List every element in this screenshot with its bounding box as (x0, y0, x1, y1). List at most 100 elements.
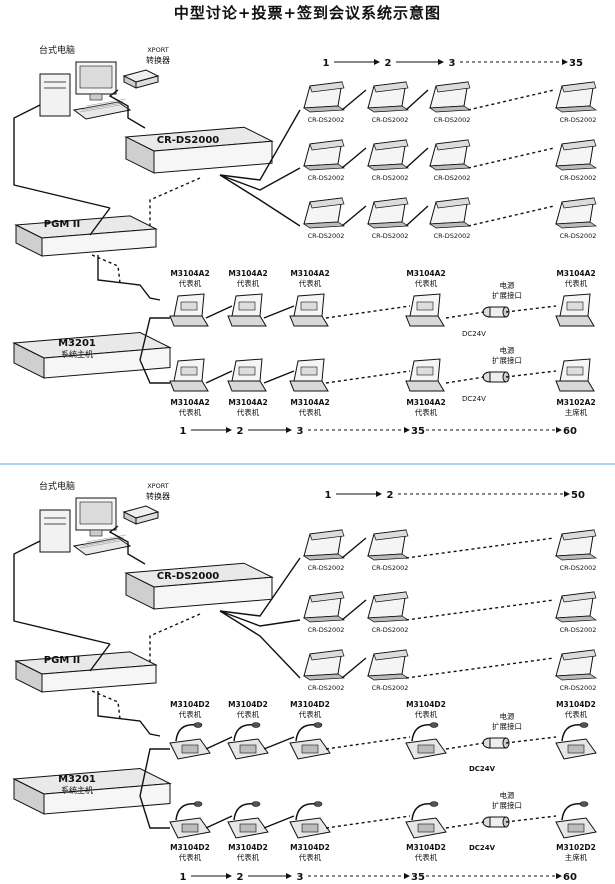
delegate-model-label: M3104D2 (170, 843, 210, 852)
counter-number: 60 (563, 872, 577, 883)
arrow-head (226, 873, 232, 879)
cr-ds2002-label: CR-DS2002 (308, 564, 345, 572)
dc24v-label: DC24V (462, 330, 486, 338)
cr-ds2002-display-unit (428, 197, 472, 229)
cable (467, 89, 555, 111)
counter-number: 50 (571, 490, 585, 501)
cable (405, 147, 429, 169)
delegate-unit-icon (169, 722, 211, 760)
dc24v-label: DC24V (469, 765, 496, 773)
cable (505, 370, 557, 378)
delegate-type-label: 代表机 (565, 278, 588, 288)
arrow-head (404, 427, 410, 433)
pgm-ii-label: PGM II (44, 219, 80, 230)
cr-ds2002-label: CR-DS2002 (434, 232, 471, 240)
xport-label: XPORT (147, 46, 169, 54)
power-extension-unit-icon (482, 371, 510, 383)
counter-number: 1 (180, 872, 187, 883)
delegate-type-label: 代表机 (179, 278, 202, 288)
cable (263, 815, 295, 829)
cable (405, 537, 555, 559)
delegate-unit-icon (169, 358, 209, 392)
cable (219, 174, 301, 227)
cr-ds2002-display-unit (554, 649, 598, 681)
cable (13, 540, 111, 645)
delegate-type-label: 代表机 (299, 278, 322, 288)
delegate-model-label: M3104A2 (556, 269, 595, 278)
cr-ds2002-label: CR-DS2002 (560, 174, 597, 182)
delegate-model-label: M3104D2 (290, 700, 330, 709)
desktop-pc-icon (39, 61, 132, 120)
cable (445, 821, 485, 829)
cable (505, 736, 557, 744)
cable (91, 690, 121, 720)
counter-number: 1 (180, 426, 187, 437)
cr-ds2002-display-unit (554, 197, 598, 229)
delegate-unit-icon (405, 722, 447, 760)
cr-ds2002-label: CR-DS2002 (372, 232, 409, 240)
counter-number: 60 (563, 426, 577, 437)
arrow-head (438, 59, 444, 65)
cable (405, 657, 555, 679)
m3201-label: M3201 (58, 338, 96, 349)
delegate-model-label: M3104A2 (290, 398, 329, 407)
delegate-unit-icon (289, 358, 329, 392)
converter-label: 转换器 (146, 491, 170, 501)
counter-number: 3 (297, 426, 304, 437)
cr-ds2002-display-unit (302, 81, 346, 113)
delegate-type-label: 代表机 (237, 278, 260, 288)
delegate-model-label: M3104A2 (228, 398, 267, 407)
delegate-unit-icon (555, 722, 597, 760)
cable (445, 742, 485, 750)
power-extension-label: 扩展接口 (492, 721, 522, 731)
xport-label: XPORT (147, 482, 169, 490)
delegate-type-label: 代表机 (415, 278, 438, 288)
cable (341, 657, 367, 679)
cable (205, 305, 233, 319)
chair-model-label: M3102A2 (556, 398, 595, 407)
cable (149, 613, 201, 664)
arrow-head (286, 873, 292, 879)
m3201-sublabel: 系统主机 (61, 349, 93, 359)
delegate-type-label: 代表机 (237, 709, 260, 719)
converter-label: 转换器 (146, 55, 170, 65)
delegate-unit-icon (555, 293, 595, 327)
cr-ds2000-label: CR-DS2000 (157, 571, 220, 582)
cable (341, 537, 367, 559)
arrow-head (286, 427, 292, 433)
delegate-type-label: 代表机 (299, 852, 322, 862)
cr-ds2002-display-unit (302, 591, 346, 623)
dc24v-label: DC24V (469, 844, 496, 852)
cable (467, 205, 555, 227)
cable (405, 89, 429, 111)
delegate-unit-icon (169, 801, 211, 839)
cable (219, 167, 301, 191)
cable (205, 370, 233, 384)
cr-ds2002-label: CR-DS2002 (372, 626, 409, 634)
chair-model-label: M3102D2 (556, 843, 596, 852)
delegate-model-label: M3104D2 (406, 700, 446, 709)
counter-number: 1 (325, 490, 332, 501)
delegate-unit-icon (289, 293, 329, 327)
m3201-host-device (12, 331, 172, 379)
cable (405, 205, 429, 227)
cr-ds2002-label: CR-DS2002 (434, 116, 471, 124)
delegate-model-label: M3104A2 (406, 398, 445, 407)
delegate-unit-icon (555, 801, 597, 839)
counter-number: 2 (237, 426, 244, 437)
cr-ds2002-display-unit (366, 529, 410, 561)
pgm-ii-device (14, 215, 158, 257)
dc24v-label: DC24V (462, 395, 486, 403)
delegate-model-label: M3104D2 (406, 843, 446, 852)
cr-ds2002-label: CR-DS2002 (372, 564, 409, 572)
cable (341, 89, 367, 111)
delegate-model-label: M3104D2 (290, 843, 330, 852)
delegate-model-label: M3104A2 (228, 269, 267, 278)
cable (108, 89, 146, 129)
cable (341, 599, 367, 621)
cr-ds2002-label: CR-DS2002 (308, 174, 345, 182)
cable (325, 815, 411, 829)
cable (91, 254, 121, 284)
arrow-head (404, 873, 410, 879)
cr-ds2002-label: CR-DS2002 (560, 232, 597, 240)
